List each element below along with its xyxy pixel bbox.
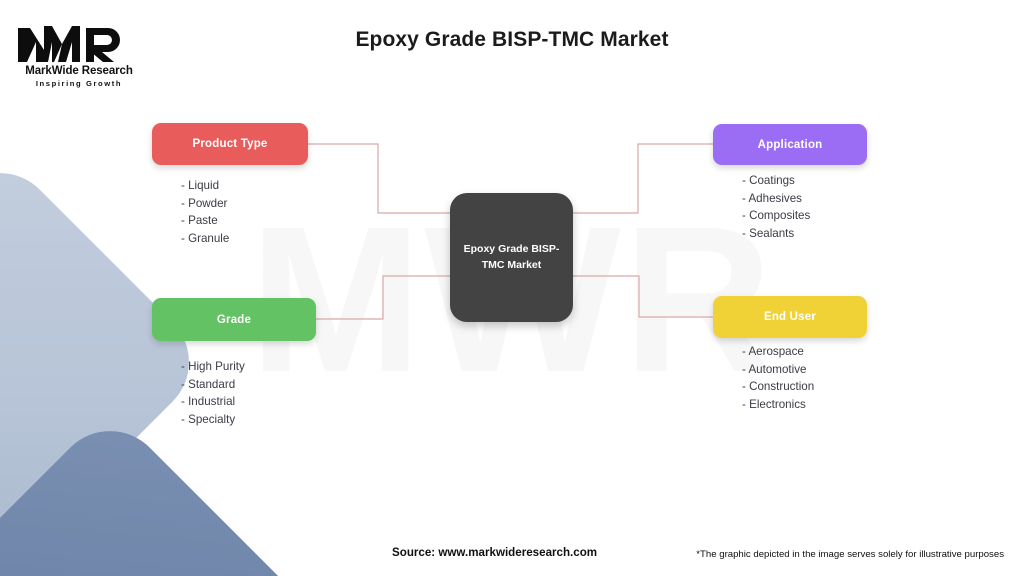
branch-label-end-user: End User — [763, 311, 817, 323]
list-item: - Aerospace — [742, 345, 804, 358]
mwr-monogram-icon — [14, 22, 144, 64]
list-item: - Powder — [181, 196, 228, 210]
connector-grade — [316, 275, 452, 320]
page-title: Epoxy Grade BISP-TMC Market — [355, 28, 669, 51]
brand-name: MarkWide Research — [25, 65, 133, 77]
list-item: - High Purity — [181, 360, 245, 373]
list-item: - Coatings — [742, 174, 795, 187]
branch-label-application: Application — [757, 138, 823, 151]
branch-box-end-user[interactable]: End User — [713, 296, 867, 338]
center-node-label: Epoxy Grade BISP-TMC Market — [463, 243, 560, 271]
list-item: - Sealants — [742, 226, 795, 240]
branch-items-end-user: - Aerospace - Automotive - Construction … — [742, 343, 814, 413]
connector-product-type — [308, 143, 452, 214]
list-item: - Automotive — [742, 362, 807, 376]
decorative-diamond-dark — [0, 407, 323, 576]
list-item: - Standard — [181, 377, 236, 391]
footer-source: Source: www.markwideresearch.com — [392, 546, 598, 559]
branch-label-grade: Grade — [216, 313, 252, 326]
brand-tagline: Inspiring Growth — [35, 79, 123, 88]
branch-items-product-type: - Liquid - Powder - Paste - Granule — [181, 177, 229, 247]
list-item: - Composites — [742, 209, 811, 223]
list-item: - Granule — [181, 231, 230, 245]
list-item: - Industrial — [181, 395, 236, 409]
footer-disclaimer: *The graphic depicted in the image serve… — [696, 549, 1004, 560]
brand-logo: MarkWide Research Inspiring Growth — [14, 22, 144, 88]
branch-box-grade[interactable]: Grade — [152, 298, 316, 341]
branch-items-application: - Coatings - Adhesives - Composites - Se… — [742, 172, 810, 242]
branch-box-product-type[interactable]: Product Type — [152, 123, 308, 165]
branch-box-application[interactable]: Application — [713, 124, 867, 165]
connector-application — [571, 143, 713, 214]
list-item: - Liquid — [181, 179, 220, 192]
list-item: - Specialty — [181, 412, 236, 426]
branch-items-grade: - High Purity - Standard - Industrial - … — [181, 358, 245, 428]
connector-end-user — [571, 275, 713, 318]
list-item: - Adhesives — [742, 191, 802, 205]
list-item: - Construction — [742, 380, 815, 394]
center-node: Epoxy Grade BISP-TMC Market — [450, 193, 573, 322]
list-item: - Electronics — [742, 397, 806, 411]
list-item: - Paste — [181, 214, 218, 228]
branch-label-product-type: Product Type — [192, 138, 268, 150]
